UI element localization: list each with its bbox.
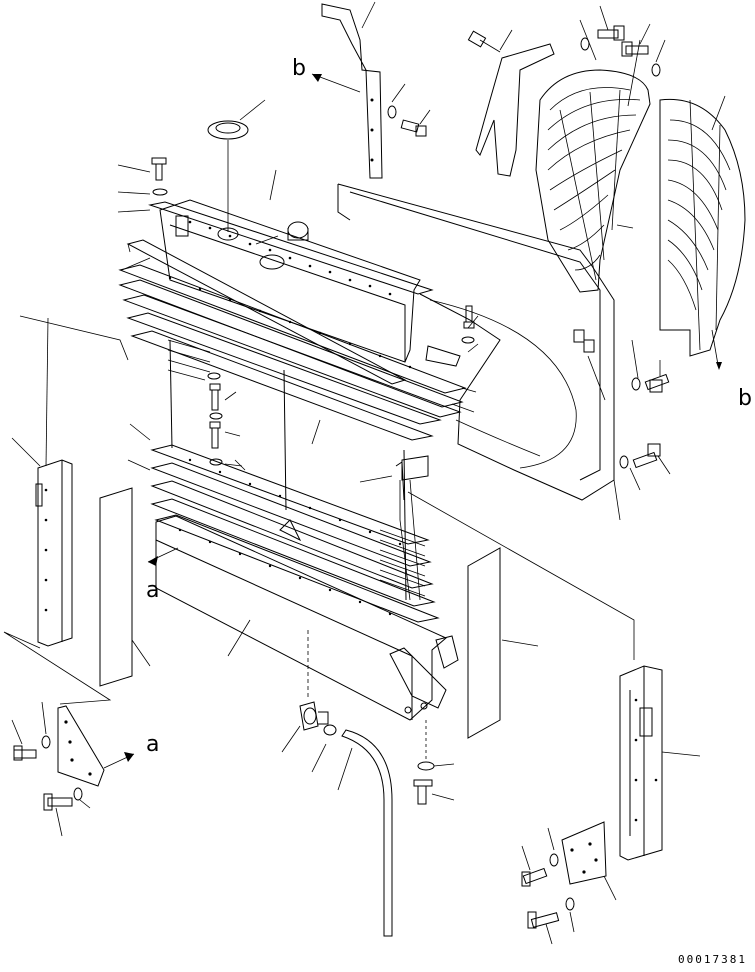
side-panel-right [467,547,539,739]
side-frame-left [3,315,129,705]
callout-b-right: b [738,386,752,411]
callout-a-bottom: a [146,732,160,757]
mounting-bracket-left [57,705,135,787]
side-frame-right [619,665,701,861]
shroud-frame [337,183,635,660]
fan-guard-right [659,95,746,370]
tank-flange-holes [188,220,392,296]
center-bolts [207,372,243,467]
radiator-cap [207,99,266,232]
bolt-top-bracket [387,83,431,137]
bolts-top-right [580,5,666,77]
plate-holes [168,276,412,546]
lower-clip-bolt [413,720,455,805]
drawing-code: 00017381 [678,953,747,966]
core-plates [118,264,467,623]
lower-tank [147,515,459,721]
bolts-right-middle [425,305,671,491]
bolts-bottom-right [521,827,575,945]
upper-tank [159,169,421,363]
mounting-bracket-right [561,821,617,901]
bolts-bottom-left [11,701,91,837]
top-bracket [311,1,383,179]
drain-hose [337,729,393,937]
fan-guard-left [535,19,651,293]
drain-valve [281,630,337,773]
core-fins [167,339,426,597]
guard-strap [467,29,555,177]
lower-tank-holes [178,528,392,616]
callout-b-top: b [292,56,306,81]
callout-a-left: a [146,578,160,603]
side-panel-left [99,487,151,687]
bolts-top-left [117,157,168,271]
